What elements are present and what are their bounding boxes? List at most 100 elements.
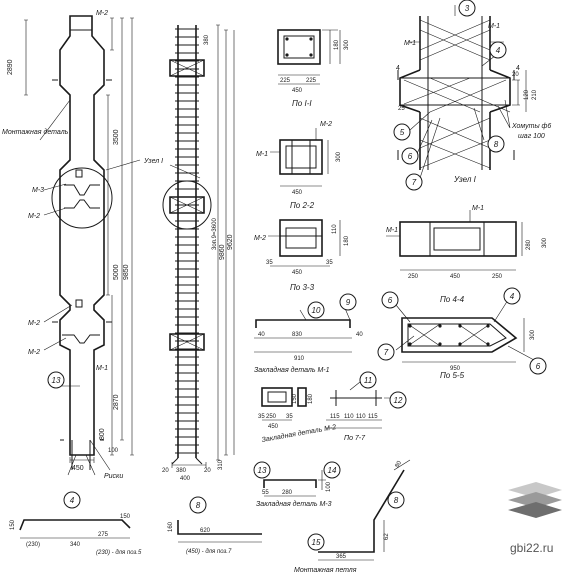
- dim-110c-m2: 110: [356, 414, 366, 420]
- dim-4-node-right: 4: [516, 65, 520, 72]
- bubble-4-s5: 4: [503, 287, 521, 305]
- section-3-3: [268, 219, 341, 267]
- lifting-loop: [318, 459, 411, 561]
- bubble-4-node: 4: [489, 41, 507, 59]
- dim-950-s5: 950: [450, 366, 461, 372]
- label-lifting-loop: Монтажная петля: [294, 567, 357, 574]
- dim-250c-m2: 250: [266, 414, 277, 420]
- label-riski: Риски: [104, 473, 123, 480]
- svg-text:12: 12: [394, 396, 403, 405]
- svg-text:8: 8: [196, 501, 201, 510]
- label-m2-s3: М-2: [254, 235, 266, 242]
- dim-365-loop: 365: [336, 554, 347, 560]
- cage-dim-bottom: [171, 462, 207, 468]
- dim-250a-s4: 250: [408, 274, 419, 280]
- label-montage-detail: Монтажная деталь: [2, 128, 69, 136]
- dim-40a-m1: 40: [258, 332, 265, 338]
- dim-400-cage: 400: [180, 476, 191, 482]
- dim-180-m2: 180: [308, 393, 314, 404]
- dim-4-node-left: 4: [396, 65, 400, 72]
- embedded-detail-m2: [261, 381, 390, 429]
- dim-160-pos8: 160: [168, 521, 174, 532]
- cage-feet: [171, 457, 203, 465]
- label-m1-s4-left: М-1: [386, 227, 398, 234]
- dim-20-cage: 20: [162, 468, 169, 474]
- bubble-5: 5: [393, 123, 411, 141]
- node-detail: [397, 5, 527, 179]
- svg-text:10: 10: [312, 306, 321, 315]
- watermark-logo: [508, 482, 562, 518]
- bubble-13-column: 13: [47, 371, 65, 389]
- svg-text:6: 6: [388, 296, 393, 305]
- bubble-8-node: 8: [487, 135, 505, 153]
- bubble-8-loop: 8: [387, 491, 405, 509]
- bubble-8-bar: 8: [189, 496, 207, 514]
- dim-150-m2: 150: [292, 393, 298, 404]
- label-m1-node-left: М-1: [404, 40, 416, 47]
- label-m3-low: М-2: [28, 320, 40, 327]
- svg-text:15: 15: [312, 538, 321, 547]
- dim-450-left: 450: [72, 465, 84, 472]
- label-m2-top: М-2: [96, 10, 108, 17]
- dim-450-s3: 450: [292, 270, 303, 276]
- label-for-pos5: (230) - для поз.5: [96, 550, 142, 556]
- dim-280-s4: 280: [526, 239, 532, 250]
- dim-62-loop: 62: [384, 533, 390, 540]
- dim-115-m2: 115: [330, 414, 340, 420]
- dim-110-s3: 110: [332, 224, 338, 234]
- bar-pos4: [19, 519, 131, 539]
- dim-100-m3: 100: [326, 481, 332, 492]
- label-embedded-m1: Закладная деталь М-1: [254, 366, 330, 374]
- section-5-5: [395, 299, 535, 363]
- bubble-11: 11: [359, 371, 377, 389]
- dim-9620: 9620: [227, 234, 234, 250]
- dim-35d-m2: 35: [286, 414, 293, 420]
- label-node-caption: Узел I: [453, 175, 477, 184]
- dim-9850: 9850: [123, 264, 130, 280]
- bubble-15: 15: [307, 533, 325, 551]
- cage-node-top: [169, 59, 205, 77]
- label-m1-s2: М-1: [256, 151, 268, 158]
- svg-text:8: 8: [394, 496, 399, 505]
- dim-20-cage-b: 20: [204, 468, 211, 474]
- dim-35c-m2: 35: [258, 414, 265, 420]
- dim-210-node: 210: [532, 89, 538, 100]
- bubble-14: 14: [323, 461, 341, 479]
- label-m2-mid: М-2: [28, 213, 40, 220]
- dim-340-pos4: 340: [70, 542, 81, 548]
- label-for-pos7: (450) - для поз.7: [186, 549, 232, 555]
- svg-text:3: 3: [465, 4, 470, 13]
- svg-text:6: 6: [536, 362, 541, 371]
- dim-150-pos4: 150: [10, 519, 16, 530]
- bubble-3: 3: [458, 0, 476, 17]
- dim-35a-s3: 35: [266, 260, 273, 266]
- cage-leader: [169, 164, 201, 179]
- dim-2870: 2870: [113, 394, 120, 410]
- bubble-6-s5-right: 6: [529, 357, 547, 375]
- svg-text:6: 6: [408, 152, 413, 161]
- label-uzel: Узел I: [143, 158, 163, 165]
- section-2-2: [270, 128, 329, 187]
- dim-300-s1: 300: [344, 39, 350, 50]
- watermark-text: gbi22.ru: [510, 541, 553, 555]
- dim-310-cage: 310: [218, 459, 224, 470]
- dim-620-pos8: 620: [200, 528, 211, 534]
- dim-300-s2: 300: [336, 151, 342, 162]
- dim-800: 800: [99, 428, 106, 440]
- label-section-7: По 7-7: [344, 435, 366, 442]
- dim-115b-m2: 115: [368, 414, 378, 420]
- dim-20-node: 20: [512, 72, 519, 78]
- dim-180-s1: 180: [334, 39, 340, 50]
- label-section-1: По I-I: [292, 99, 312, 108]
- dim-55-m3: 55: [262, 490, 269, 496]
- dim-275-pos4: 275: [98, 532, 109, 538]
- section-4-4: [386, 210, 523, 271]
- dim-300-s4: 300: [542, 237, 548, 248]
- label-m1-low: М-1: [96, 365, 108, 372]
- svg-text:13: 13: [52, 376, 61, 385]
- dim-380-cage-bottom: 380: [176, 468, 187, 474]
- dim-3500: 3500: [113, 129, 120, 145]
- svg-text:5: 5: [400, 128, 405, 137]
- cage-longitudinal-bars: [177, 25, 197, 458]
